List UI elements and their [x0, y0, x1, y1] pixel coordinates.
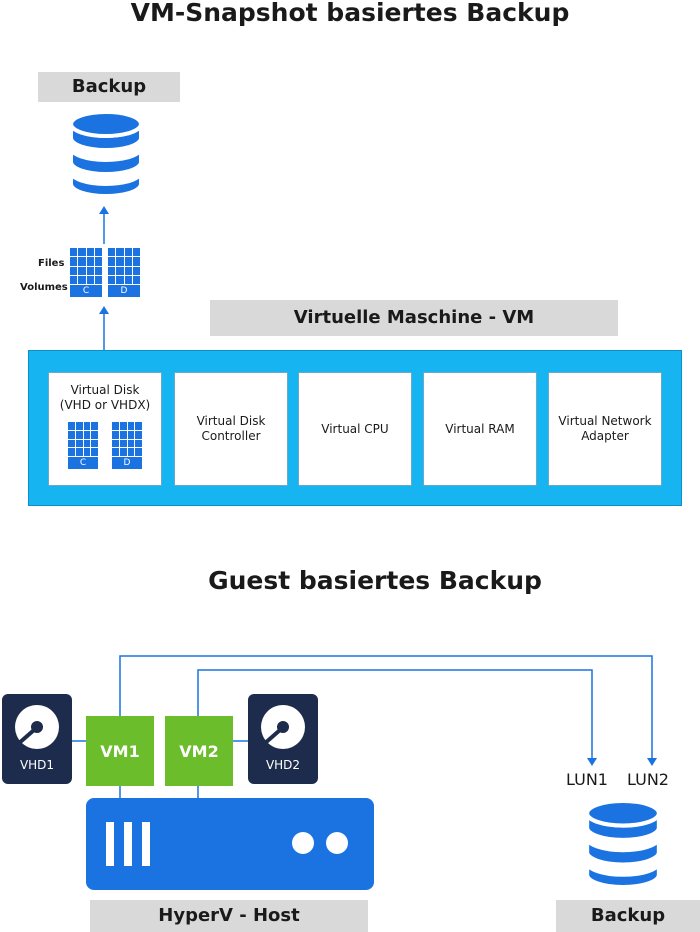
- lun2-label: LUN2: [627, 770, 669, 789]
- hyperv-host-label: HyperV - Host: [90, 900, 368, 932]
- top-title: VM-Snapshot basiertes Backup: [130, 0, 570, 27]
- hyperv-server-icon: [86, 798, 374, 890]
- volume-d-icon-small: D: [112, 422, 142, 469]
- files-label: Files: [38, 258, 65, 269]
- backup-label-top: Backup: [38, 72, 180, 102]
- database-icon: [585, 798, 661, 890]
- component-label: Virtual Disk (VHD or VHDX): [59, 383, 151, 412]
- backup-label-bottom: Backup: [556, 900, 700, 932]
- vm2-box: VM2: [165, 716, 233, 786]
- volume-c-icon: C: [70, 248, 102, 297]
- database-icon: [69, 110, 143, 198]
- vhd1-drive: VHD1: [2, 694, 72, 784]
- vhd2-label: VHD2: [265, 758, 301, 772]
- lun1-label: LUN1: [566, 770, 608, 789]
- component-label: Virtual CPU: [321, 421, 389, 436]
- server-slot: [124, 822, 132, 866]
- volumes-label: Volumes: [20, 282, 68, 293]
- server-slot: [142, 822, 150, 866]
- drive-c-label: C: [68, 456, 98, 469]
- vhd1-label: VHD1: [19, 758, 55, 772]
- component-label: Virtual Disk Controller: [196, 414, 266, 443]
- volume-d-icon: D: [108, 248, 140, 297]
- component-label: Virtual RAM: [445, 421, 515, 436]
- component-virtual-disk: Virtual Disk (VHD or VHDX): [48, 372, 162, 486]
- component-virtual-cpu: Virtual CPU: [298, 372, 412, 486]
- drive-d-label: D: [112, 456, 142, 469]
- server-slot: [106, 822, 114, 866]
- server-light: [326, 832, 348, 854]
- bottom-title: Guest basiertes Backup: [208, 566, 542, 595]
- server-light: [292, 832, 314, 854]
- component-label: Virtual Network Adapter: [558, 414, 652, 443]
- hard-drive-icon: [15, 705, 59, 749]
- vm-label: Virtuelle Maschine - VM: [210, 300, 618, 336]
- vm1-box: VM1: [86, 716, 154, 786]
- drive-d-label: D: [108, 284, 140, 297]
- component-virtual-network-adapter: Virtual Network Adapter: [548, 372, 662, 486]
- component-virtual-disk-controller: Virtual Disk Controller: [174, 372, 288, 486]
- component-virtual-ram: Virtual RAM: [423, 372, 537, 486]
- drive-c-label: C: [70, 284, 102, 297]
- hard-drive-icon: [261, 705, 305, 749]
- vhd2-drive: VHD2: [248, 694, 318, 784]
- volume-c-icon-small: C: [68, 422, 98, 469]
